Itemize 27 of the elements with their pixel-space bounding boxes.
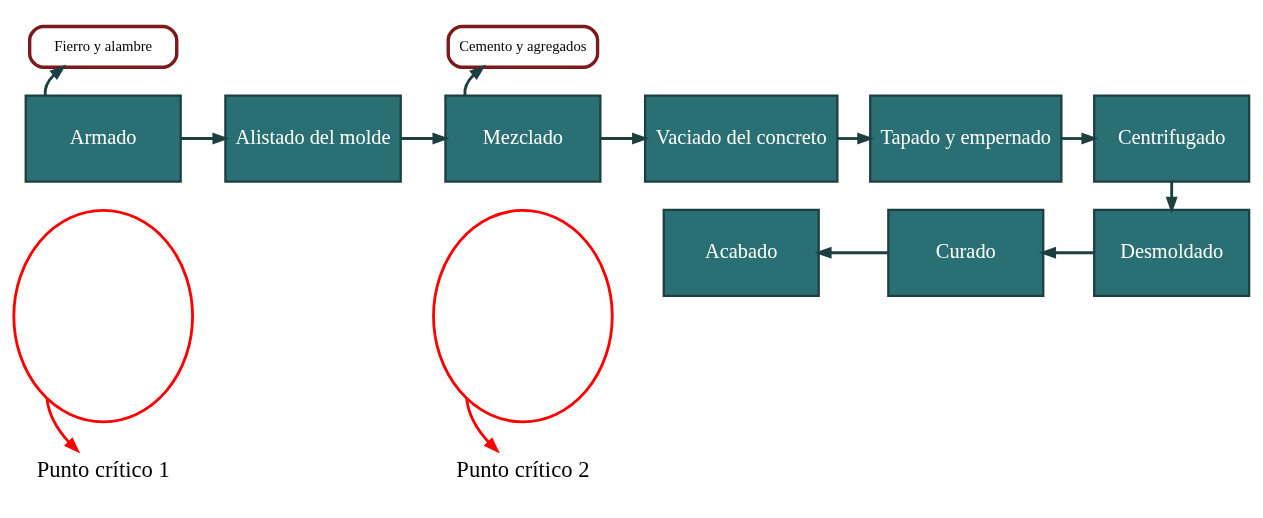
node-box: Centrifugado	[1093, 94, 1251, 183]
node-text: Punto crítico 2	[456, 456, 590, 482]
arrow	[837, 132, 875, 145]
node-box: Curado	[887, 208, 1045, 297]
node-ellipse	[432, 208, 614, 424]
arrow	[43, 64, 67, 96]
arrow	[600, 132, 650, 145]
node-box: Acabado	[662, 208, 820, 297]
node-box: Mezclado	[444, 94, 602, 183]
node-box: Tapado y empernado	[869, 94, 1063, 183]
arrow	[401, 132, 450, 145]
node-box: Desmoldado	[1093, 208, 1251, 297]
node-box: Armado	[24, 94, 182, 183]
node-box: Cemento y agregados	[446, 24, 600, 69]
node-ellipse	[12, 208, 194, 424]
node-box: Alistado del molde	[224, 94, 402, 183]
arrow	[1039, 246, 1095, 259]
node-box: Vaciado del concreto	[643, 94, 839, 183]
node-text: Punto crítico 1	[36, 456, 170, 482]
arrow	[1165, 181, 1178, 214]
arrow	[180, 132, 230, 145]
arrow	[465, 398, 500, 454]
arrow	[463, 64, 486, 96]
node-box: Fierro y alambre	[27, 24, 179, 69]
arrow	[45, 398, 81, 454]
arrow	[814, 246, 888, 259]
arrow	[1061, 132, 1099, 145]
